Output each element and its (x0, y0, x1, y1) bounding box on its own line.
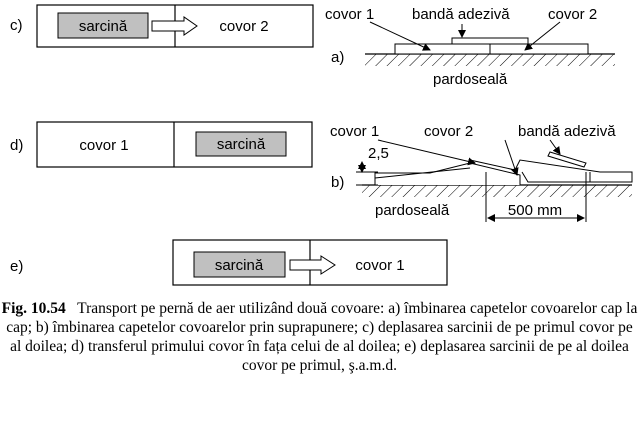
label-d: d) (10, 137, 23, 154)
diagram-d: d) covor 1 sarcină (10, 121, 313, 168)
load-label-c: sarcină (79, 18, 128, 35)
floor-hatch-b (362, 185, 632, 197)
load-label-e: sarcină (215, 257, 264, 274)
carpet2-label-a: covor 2 (548, 6, 597, 23)
carpet2-label-b: covor 2 (424, 123, 473, 140)
carpet2-pointer-b (504, 139, 519, 176)
diagram-c: c) sarcină covor 2 (10, 4, 314, 48)
carpet2-label-c: covor 2 (219, 18, 268, 35)
diagram-a: covor 1 bandă adezivă covor 2 a) pardose… (325, 6, 615, 88)
move-arrow-c (151, 16, 198, 36)
height-label-b: 2,5 (368, 145, 389, 162)
carpet1-b (374, 162, 521, 185)
carpet1-label-e: covor 1 (355, 257, 404, 274)
label-b: b) (331, 174, 344, 191)
tape-a (451, 37, 529, 45)
tape-label-b: bandă adezivă (518, 123, 616, 140)
label-e: e) (10, 258, 23, 275)
figure-caption: Fig. 10.54 Transport pe pernă de aer uti… (0, 299, 639, 375)
load-box-c (57, 12, 149, 39)
carpet1-label-a: covor 1 (325, 6, 374, 23)
figure-caption-text: Transport pe pernă de aer utilizând două… (6, 300, 638, 374)
carpet2-pointer-a (524, 21, 561, 51)
load-box-d (195, 131, 287, 157)
carpet1-a (394, 43, 491, 55)
figure-number: Fig. 10.54 (1, 300, 66, 317)
figure-drawing: c) sarcină covor 2 d) covor 1 sarcină e)… (10, 4, 633, 286)
tape-label-a: bandă adezivă (412, 6, 510, 23)
carpet1-label-d: covor 1 (79, 137, 128, 154)
floor-hatch-a (365, 54, 615, 66)
carpet1-pointer-a (369, 21, 431, 51)
carpet1-pointer-b (377, 139, 476, 166)
carpet2-a (489, 43, 589, 55)
carpet1-edge-b (374, 167, 471, 179)
load-label-d: sarcină (217, 136, 266, 153)
floor-label-a: pardoseală (433, 71, 508, 88)
diagram-b: covor 1 covor 2 bandă adezivă 2,5 b) par… (330, 123, 633, 222)
load-box-e (193, 251, 286, 278)
carpet1-label-b: covor 1 (330, 123, 379, 140)
label-c: c) (10, 17, 23, 34)
move-arrow-e (289, 255, 336, 275)
tape-b (547, 151, 587, 168)
diagram-e: e) sarcină covor 1 (10, 239, 448, 286)
tape-pointer-b (549, 139, 561, 155)
label-a: a) (331, 49, 344, 66)
overlap-label-b: 500 mm (508, 202, 562, 219)
floor-label-b: pardoseală (375, 202, 450, 219)
